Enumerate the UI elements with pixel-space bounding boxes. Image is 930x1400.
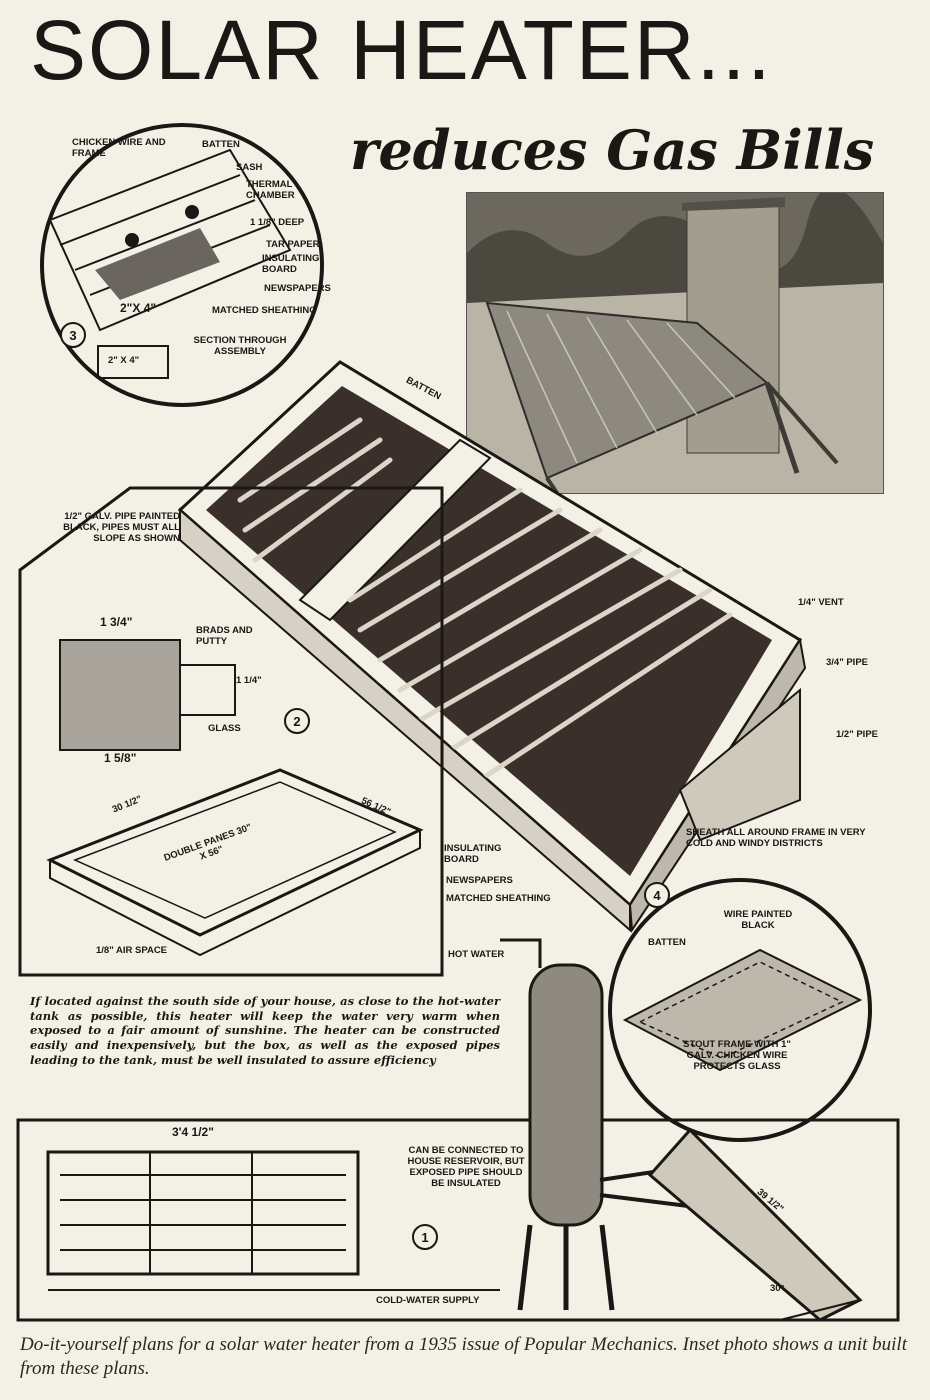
- label-matched-sheathing-3: MATCHED SHEATHING: [212, 305, 317, 316]
- headline: SOLAR HEATER...: [30, 3, 773, 97]
- label-angle: 30°: [770, 1283, 785, 1294]
- photo-illustration: [467, 193, 883, 493]
- figure-3-number: 3: [60, 322, 86, 348]
- label-chicken-wire: CHICKEN WIRE AND FRAME: [72, 137, 166, 159]
- label-lumber-b: 2" x 4": [108, 355, 140, 366]
- label-lumber-a: 2"x 4": [120, 301, 157, 315]
- label-sash: SASH: [236, 162, 263, 173]
- label-newspapers-main: NEWSPAPERS: [446, 875, 513, 886]
- subheadline: reduces Gas Bills: [350, 118, 875, 182]
- photo-caption: Do-it-yourself plans for a solar water h…: [20, 1334, 907, 1379]
- label-dim-side: 1 1/4": [236, 675, 262, 686]
- collector-drawing: [177, 360, 807, 933]
- label-pipe-b: 1/2" PIPE: [836, 729, 878, 740]
- label-cold-water: COLD-WATER SUPPLY: [376, 1295, 480, 1306]
- figure-4-number: 4: [644, 882, 670, 908]
- label-dim-top: 1 3/4": [100, 615, 133, 629]
- label-batten-3: BATTEN: [202, 139, 240, 150]
- inset-photo: [466, 192, 884, 494]
- label-stout-frame: STOUT FRAME WITH 1" GALV. CHICKEN WIRE P…: [683, 1039, 791, 1072]
- label-depth: 1 1/8" DEEP: [250, 217, 305, 228]
- label-pipe-note: 1/2" GALV. PIPE PAINTED BLACK, PIPES MUS…: [63, 511, 180, 544]
- label-newspapers-3: NEWSPAPERS: [264, 283, 331, 294]
- label-wire-painted: WIRE PAINTED BLACK: [723, 909, 793, 931]
- label-vent: 1/4" VENT: [798, 597, 844, 608]
- label-connect-note: CAN BE CONNECTED TO HOUSE RESERVOIR, BUT…: [407, 1145, 525, 1189]
- label-brads: BRADS AND PUTTY: [196, 625, 253, 647]
- label-tar-paper: TAR PAPER: [266, 239, 320, 250]
- label-insulating-board-main: INSULATING BOARD: [444, 843, 502, 865]
- figure-2-number: 2: [284, 708, 310, 734]
- figure-1-number: 1: [412, 1224, 438, 1250]
- label-hot-water: HOT WATER: [448, 949, 505, 960]
- label-insulating-board-3: INSULATING BOARD: [262, 253, 320, 275]
- label-width-dim: 3'4 1/2": [172, 1125, 214, 1139]
- label-batten-4: BATTEN: [648, 937, 686, 948]
- label-section: SECTION THROUGH ASSEMBLY: [193, 335, 287, 357]
- label-sheath: SHEATH ALL AROUND FRAME IN VERY COLD AND…: [686, 827, 866, 849]
- label-thermal-chamber: THERMAL CHAMBER: [246, 179, 295, 201]
- label-air-space: 1/8" AIR SPACE: [96, 945, 168, 956]
- article-description: If located against the south side of you…: [30, 994, 500, 1067]
- label-matched-sheathing-main: MATCHED SHEATHING: [446, 893, 551, 904]
- label-pipe-a: 3/4" PIPE: [826, 657, 868, 668]
- label-glass: GLASS: [208, 723, 241, 734]
- label-dim-bottom: 1 5/8": [104, 751, 137, 765]
